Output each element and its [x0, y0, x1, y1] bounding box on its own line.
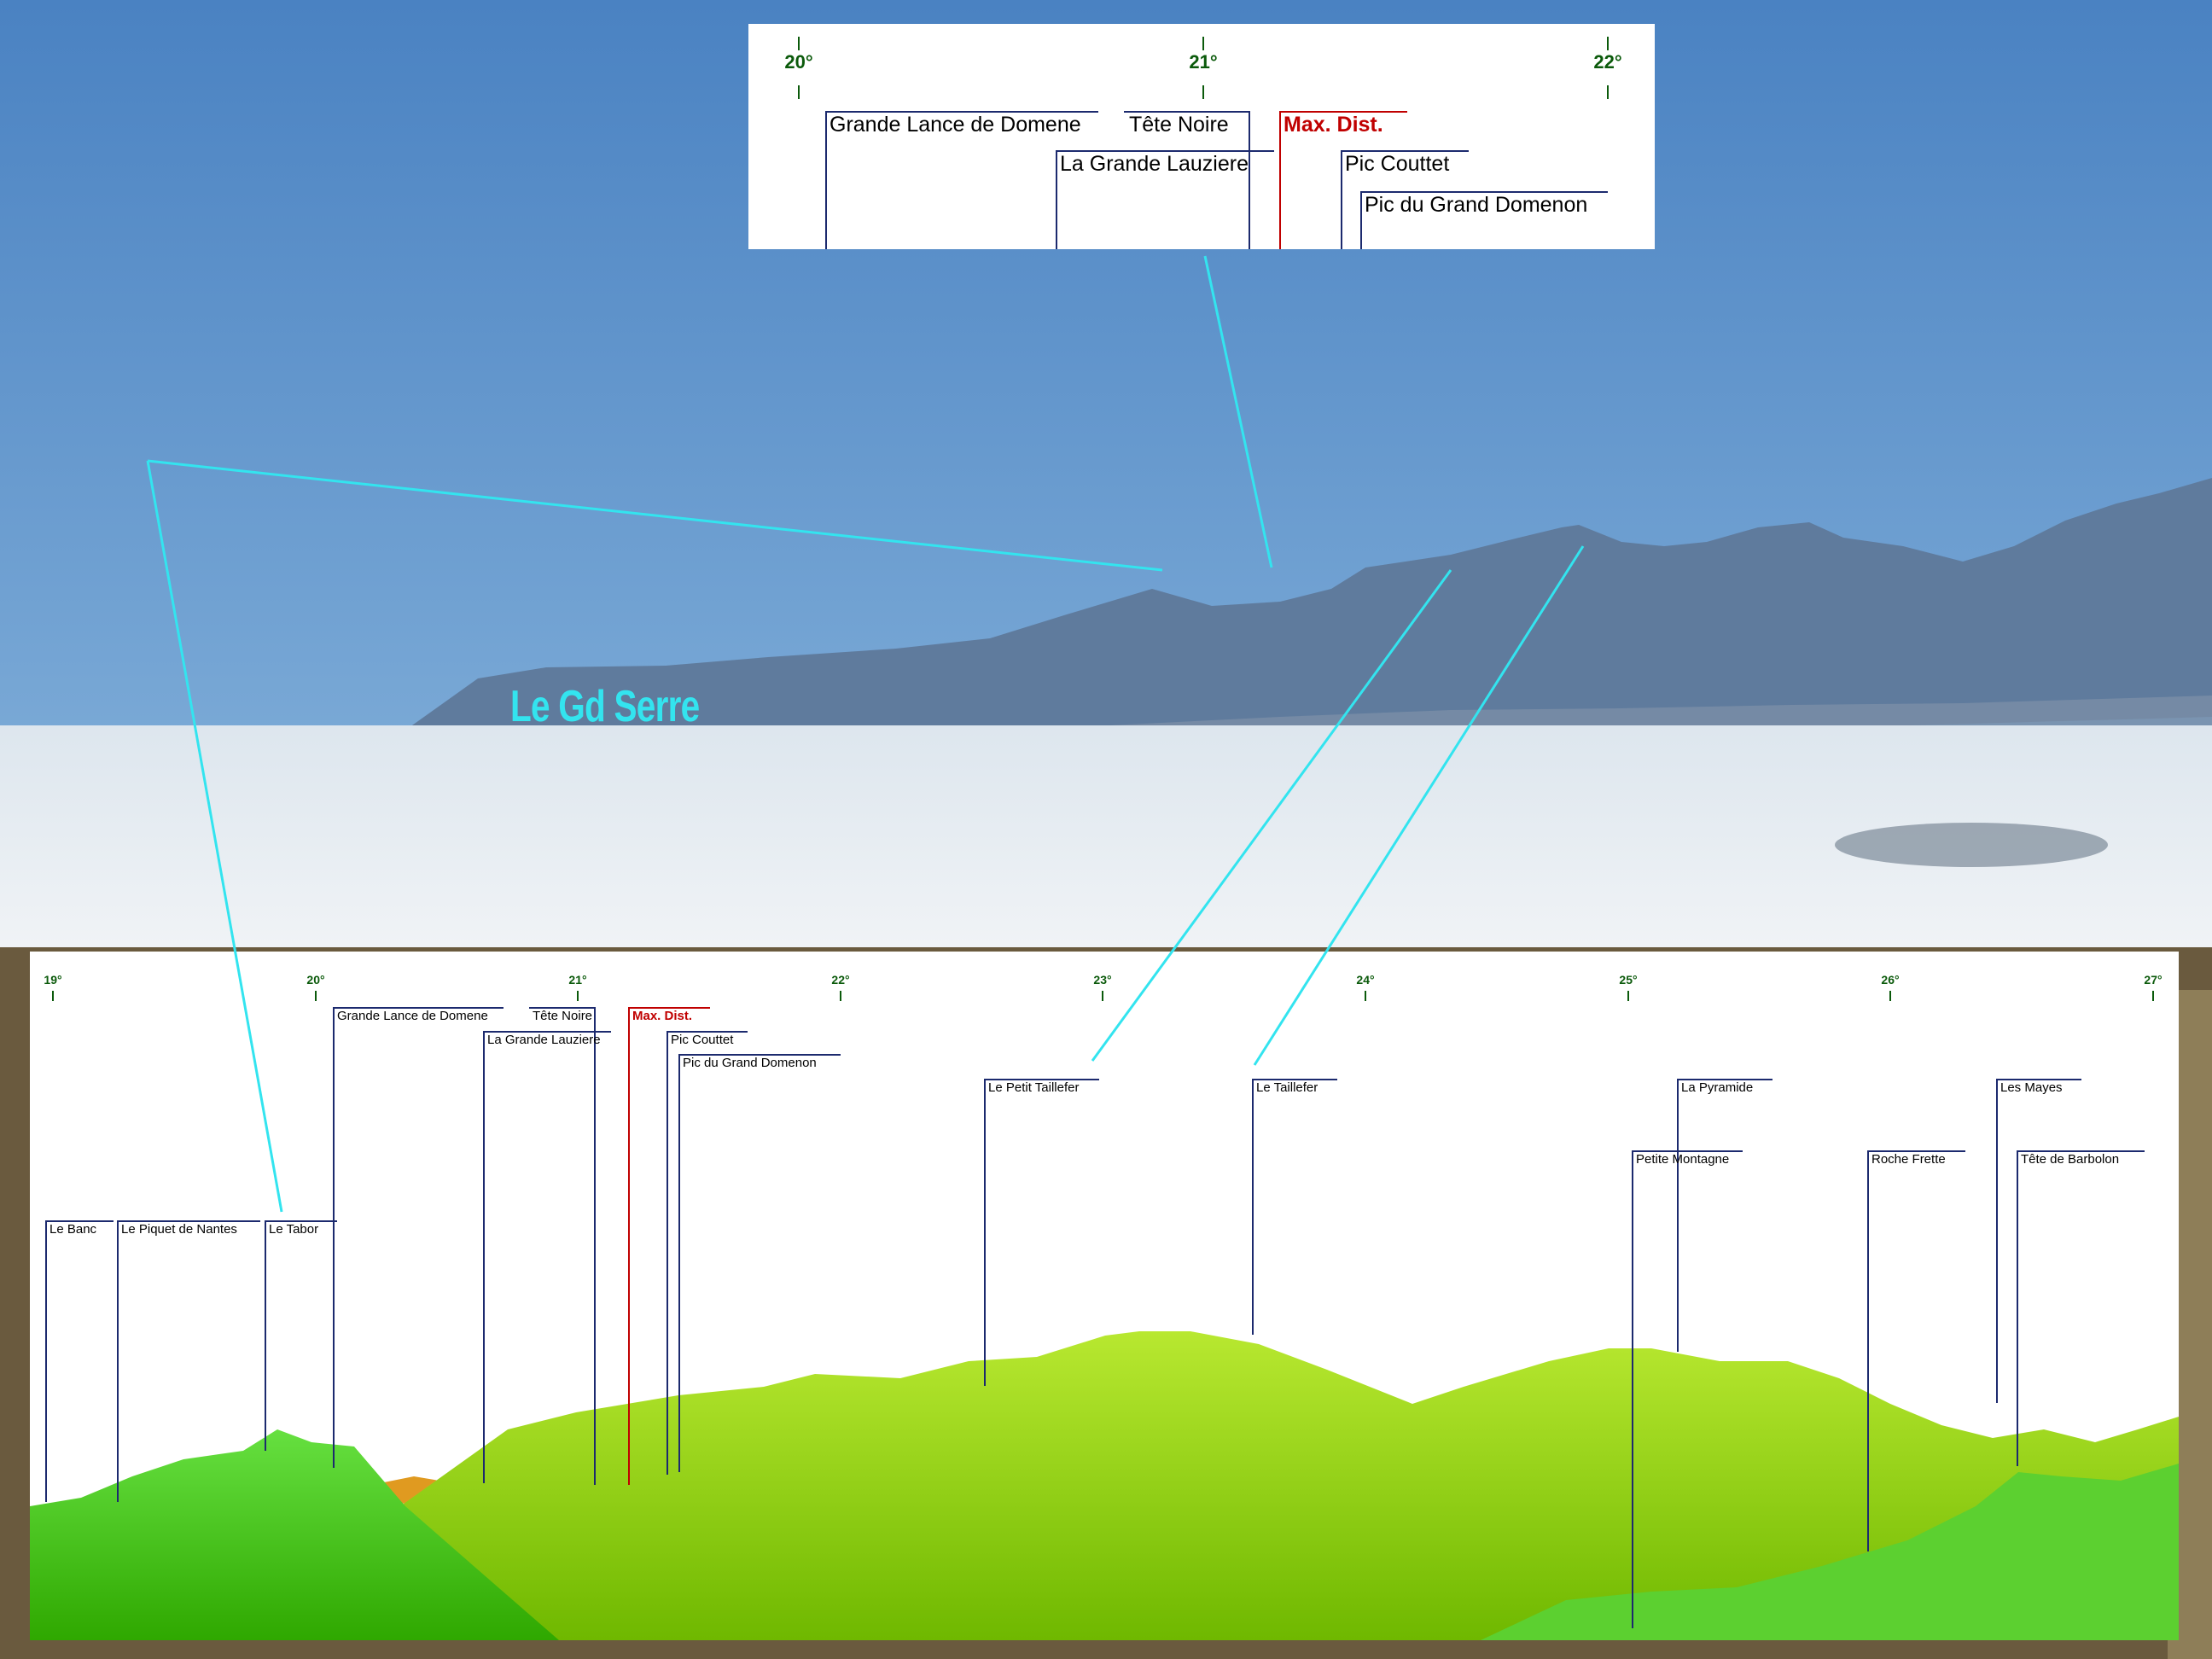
pano-tick-mark-26	[1889, 991, 1891, 1001]
leader-line-inset-to-peak	[1203, 255, 1273, 568]
leader-line-to-le-tabor	[146, 460, 283, 1213]
inset-tick-mark-20	[798, 37, 800, 50]
pano-tick-mark-25	[1627, 991, 1629, 1001]
inset-tick-mark-22	[1607, 37, 1609, 50]
pano-tick-22: 22°	[831, 973, 850, 987]
pano-tick-mark-21	[577, 991, 579, 1001]
pano-peak-le-taillefer: Le Taillefer	[1252, 1079, 1337, 1335]
pano-peak-pic-couttet: Pic Couttet	[667, 1031, 748, 1475]
pano-tick-19: 19°	[44, 973, 62, 987]
pano-peak-le-tabor: Le Tabor	[265, 1220, 337, 1451]
inset-tick-22: 22°	[1593, 51, 1622, 73]
pano-peak-le-banc: Le Banc	[45, 1220, 114, 1502]
pano-tick-21: 21°	[568, 973, 587, 987]
cloud-island-hill	[1835, 823, 2108, 867]
pano-peak-la-grande-lauziere: La Grande Lauziere	[483, 1031, 611, 1483]
inset-peak-grande-lance-de-domene: Grande Lance de Domene	[825, 111, 1098, 249]
cloud-sea	[0, 725, 2212, 981]
mountain-range	[350, 478, 2212, 770]
inset-peak-la-grande-lauziere: La Grande Lauziere	[1056, 150, 1274, 249]
pano-tick-mark-20	[315, 991, 317, 1001]
inset-peak-pic-couttet: Pic Couttet	[1341, 150, 1469, 249]
pano-tick-27: 27°	[2144, 973, 2163, 987]
pano-tick-mark-24	[1365, 991, 1366, 1001]
inset-max-dist: Max. Dist.	[1279, 111, 1407, 249]
pano-peak-petite-montagne: Petite Montagne	[1632, 1150, 1743, 1628]
inset-tick-21: 21°	[1189, 51, 1218, 73]
pano-peak-tete-de-barbolon: Tête de Barbolon	[2017, 1150, 2145, 1466]
pano-tick-20: 20°	[306, 973, 325, 987]
inset-tick-mark-21-low	[1202, 85, 1204, 99]
leader-line-top-left	[147, 459, 1163, 572]
near-terrain-left	[30, 1429, 559, 1640]
inset-zoom-panel: 20° 21° 22° Grande Lance de Domene Tête …	[748, 24, 1655, 249]
inset-tick-mark-20-low	[798, 85, 800, 99]
inset-tick-20: 20°	[784, 51, 813, 73]
pano-tick-mark-19	[52, 991, 54, 1001]
leader-line-to-le-taillefer	[1253, 545, 1585, 1066]
pano-peak-la-pyramide: La Pyramide	[1677, 1079, 1773, 1352]
pano-tick-mark-27	[2152, 991, 2154, 1001]
inset-peak-tete-noire: Tête Noire	[1124, 111, 1250, 249]
pano-peak-roche-frette: Roche Frette	[1867, 1150, 1965, 1551]
mid-terrain	[388, 1331, 2179, 1640]
pano-peak-le-piquet-de-nantes: Le Piquet de Nantes	[117, 1220, 260, 1502]
pano-max-dist: Max. Dist.	[628, 1007, 710, 1485]
panorama-panel: 19° 20° 21° 22° 23° 24° 25° 26° 27° Gran…	[30, 952, 2179, 1640]
pano-tick-mark-22	[840, 991, 841, 1001]
pano-tick-23: 23°	[1093, 973, 1112, 987]
rendered-terrain	[30, 1331, 2179, 1640]
pano-peak-pic-du-grand-domenon: Pic du Grand Domenon	[678, 1054, 841, 1472]
pano-tick-26: 26°	[1881, 973, 1900, 987]
inset-tick-mark-21	[1202, 37, 1204, 50]
pano-tick-24: 24°	[1356, 973, 1375, 987]
inset-tick-mark-22-low	[1607, 85, 1609, 99]
pano-tick-mark-23	[1102, 991, 1103, 1001]
pano-peak-les-mayes: Les Mayes	[1996, 1079, 2081, 1403]
pano-peak-le-petit-taillefer: Le Petit Taillefer	[984, 1079, 1099, 1386]
leader-line-to-le-petit-taillefer	[1091, 569, 1452, 1062]
inset-peak-pic-du-grand-domenon: Pic du Grand Domenon	[1360, 191, 1608, 249]
le-gd-serre-label: Le Gd Serre	[510, 682, 700, 731]
pano-tick-25: 25°	[1619, 973, 1638, 987]
pano-peak-tete-noire: Tête Noire	[529, 1007, 596, 1485]
pano-peak-grande-lance-de-domene: Grande Lance de Domene	[333, 1007, 504, 1468]
near-terrain-right	[1481, 1464, 2179, 1640]
